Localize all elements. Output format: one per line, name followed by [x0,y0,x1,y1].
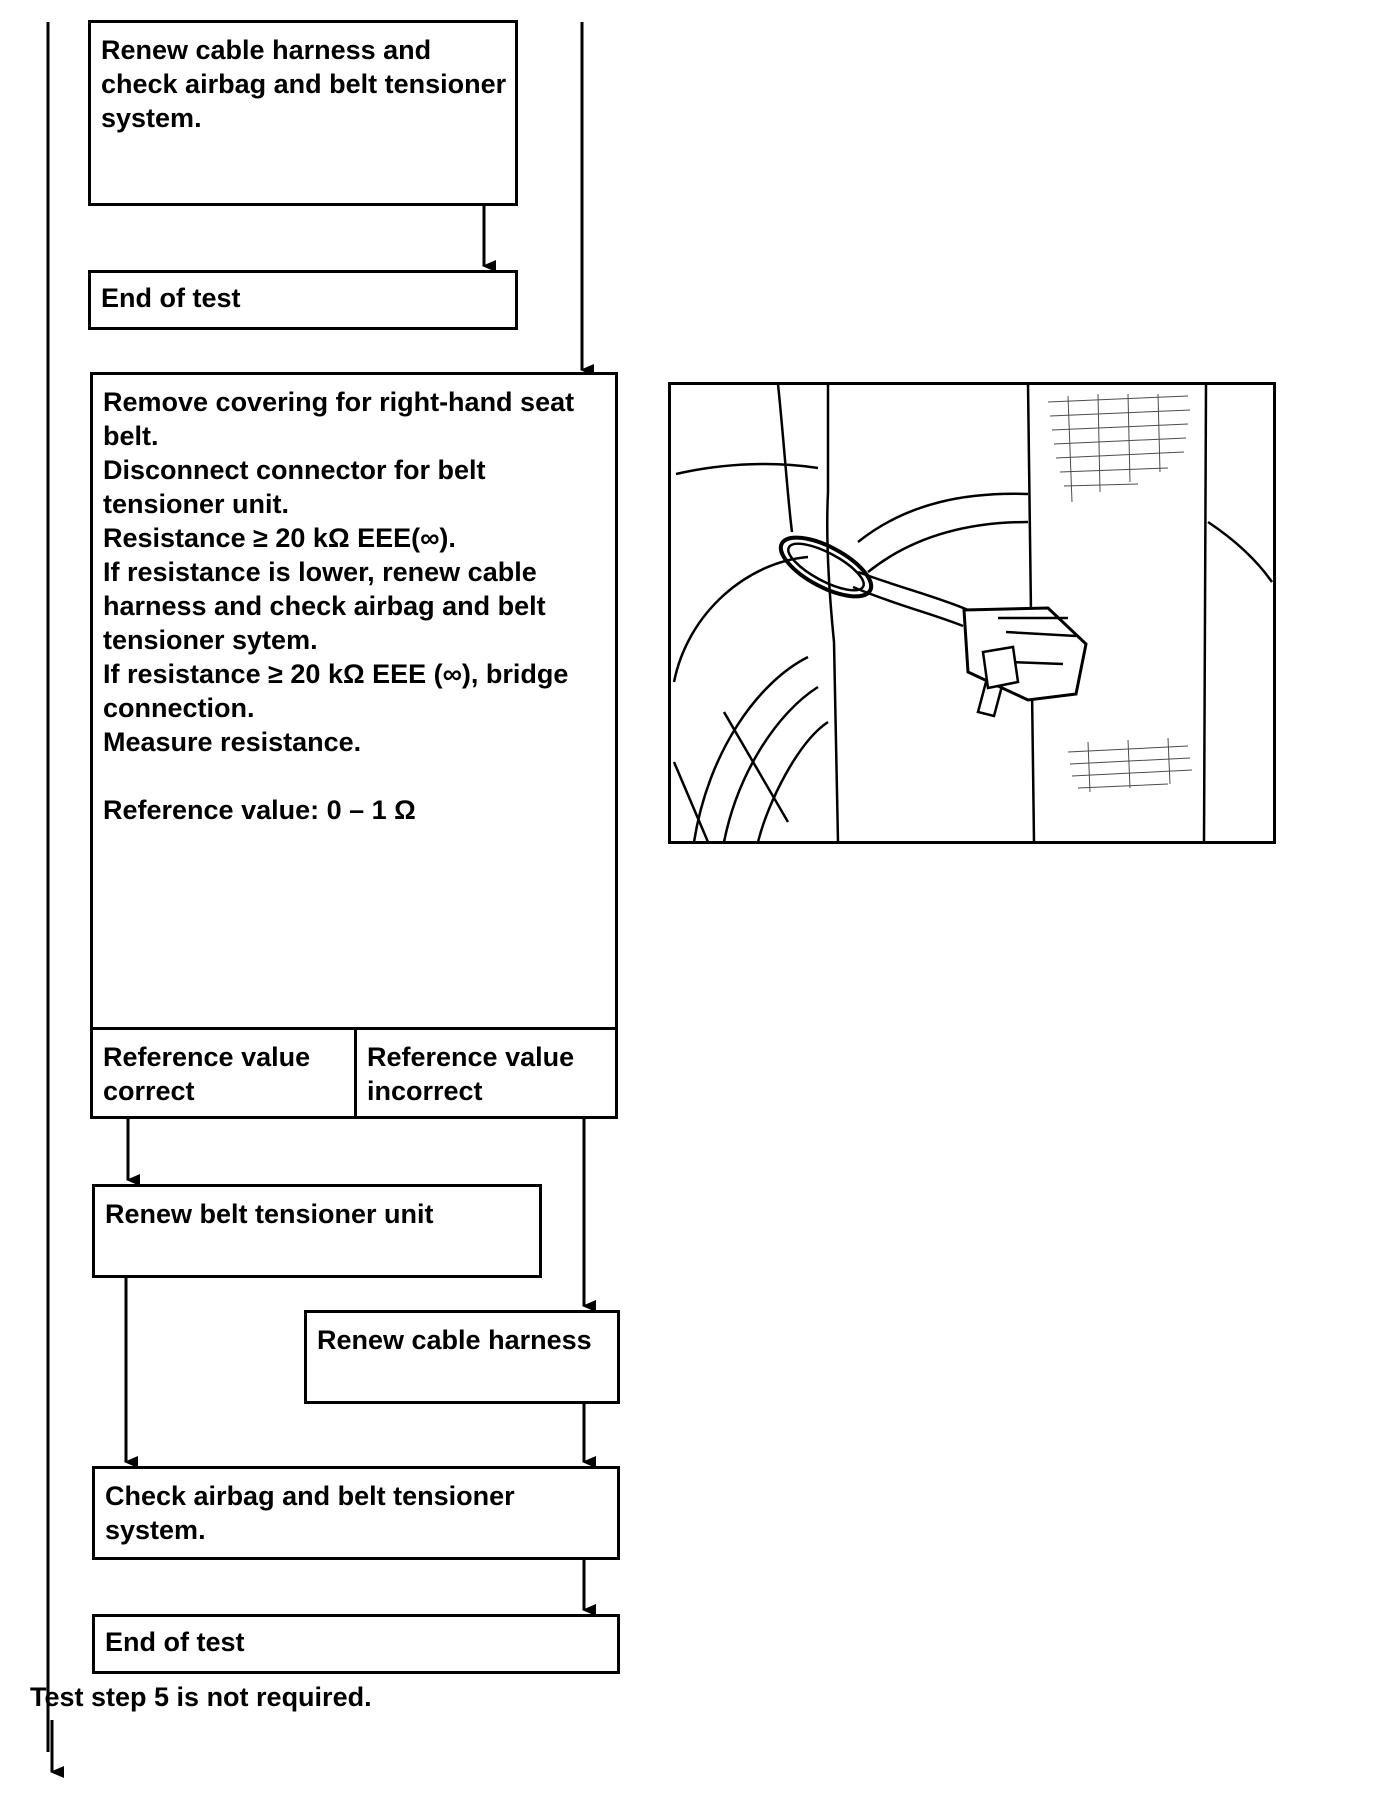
seat-belt-connector-illustration [668,382,1276,844]
end-of-test-box-2: End of test [92,1614,620,1674]
check-system-box: Check airbag and belt tensioner system. [92,1466,620,1560]
reference-result-row: Reference value correct Reference value … [90,1027,618,1119]
end-of-test-text-2: End of test [105,1627,245,1657]
renew-harness-text: Renew cable harness [317,1325,592,1355]
instruction-line-3: Resistance ≥ 20 kΩ EEE(∞). [103,523,456,553]
renew-tensioner-box: Renew belt tensioner unit [92,1184,542,1278]
end-of-test-box-1: End of test [88,270,518,330]
renew-tensioner-text: Renew belt tensioner unit [105,1199,434,1229]
renew-harness-check-text: Renew cable harness and check airbag and… [101,35,507,133]
main-instructions-box: Remove covering for right-hand seat belt… [90,372,618,1030]
renew-harness-check-box: Renew cable harness and check airbag and… [88,20,518,206]
ref-incorrect-cell: Reference value incorrect [357,1030,615,1116]
check-system-text: Check airbag and belt tensioner system. [105,1481,515,1545]
renew-harness-box: Renew cable harness [304,1310,620,1404]
instruction-line-2: Disconnect connector for belt tensioner … [103,455,486,519]
instruction-line-5: If resistance ≥ 20 kΩ EEE (∞), bridge co… [103,659,569,723]
ref-correct-text: Reference value correct [103,1042,311,1106]
ref-correct-cell: Reference value correct [93,1030,357,1116]
instruction-line-1: Remove covering for right-hand seat belt… [103,387,575,451]
instruction-line-4: If resistance is lower, renew cable harn… [103,557,546,655]
ref-incorrect-text: Reference value incorrect [367,1042,575,1106]
footer-note: Test step 5 is not required. [30,1682,372,1712]
end-of-test-text-1: End of test [101,283,241,313]
reference-value-text: Reference value: 0 – 1 Ω [103,795,416,825]
instruction-line-6: Measure resistance. [103,727,362,757]
